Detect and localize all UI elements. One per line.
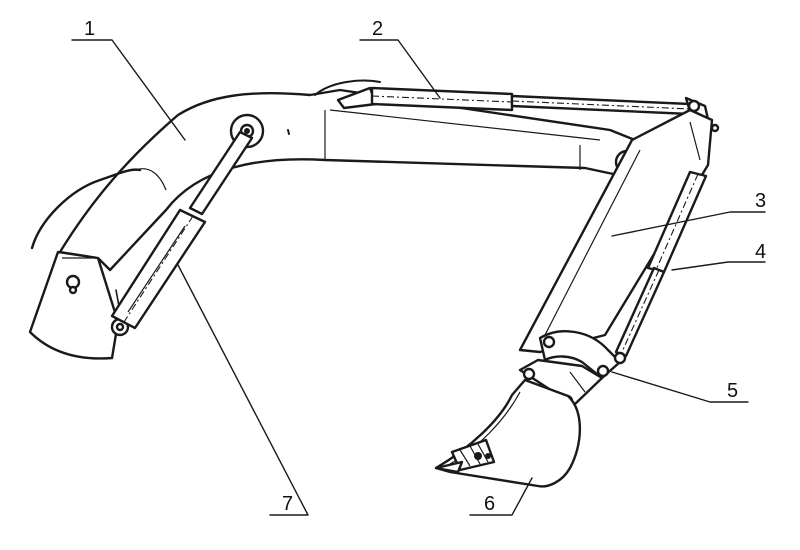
- boom: [58, 88, 642, 272]
- callout-4-label: 4: [755, 241, 766, 263]
- callout-2-label: 2: [372, 18, 383, 40]
- boom-base-mount: [28, 250, 130, 360]
- callout-5-label: 5: [727, 380, 738, 402]
- bucket: [434, 378, 582, 488]
- callout-labels: 1 2 3 4 5 6 7: [84, 18, 766, 515]
- callout-3-label: 3: [755, 190, 766, 212]
- boom-cylinder: [110, 130, 254, 330]
- callout-leaders: [71, 39, 766, 516]
- callout-6-label: 6: [484, 493, 495, 515]
- callout-7-label: 7: [282, 493, 293, 515]
- bucket-cylinder: [336, 86, 712, 130]
- stick-cylinder: [614, 170, 708, 358]
- callout-1-label: 1: [84, 18, 95, 40]
